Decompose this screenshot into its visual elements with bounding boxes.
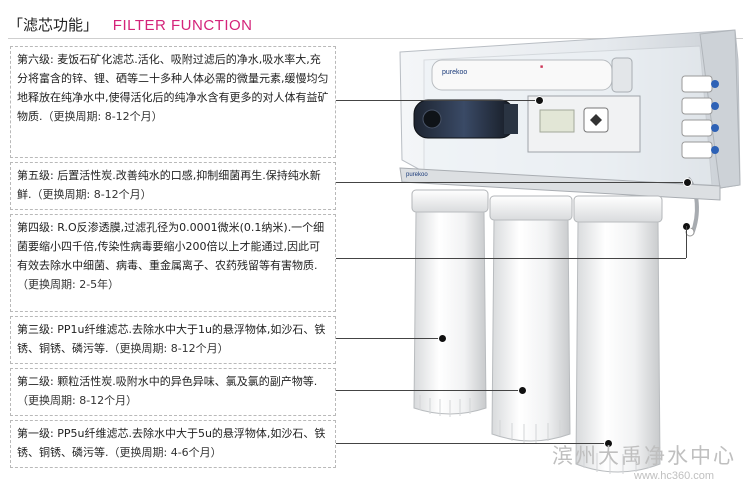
watermark-text: 滨州大禹净水中心 — [552, 444, 736, 468]
stage-1-description: 第一级: PP5u纤维滤芯.去除水中大于5u的悬浮物体,如沙石、铁锈、铜锈、磷污… — [10, 420, 336, 468]
stage-5-period: （更换周期: 8-12个月） — [31, 188, 152, 201]
stage-3-filter-name: PP1u纤维滤芯. — [57, 323, 132, 336]
stage-4-period: （更换周期: 2-5年） — [17, 278, 120, 291]
stage-6-marker — [535, 96, 544, 105]
stage-6-description: 第六级: 麦饭石矿化滤芯.活化、吸附过滤后的净水,吸水率大,充分将富含的锌、锂、… — [10, 46, 336, 158]
stage-1-label: 第一级: — [17, 427, 54, 440]
stage-3-label: 第三级: — [17, 323, 54, 336]
watermark-url: www.hc360.com — [634, 470, 715, 482]
stage-1-desc: 去除水中大于5u的悬浮物体,如沙石、铁锈、铜锈、磷污等. — [17, 427, 326, 459]
stage-3-leader — [336, 338, 442, 339]
hood-right-side — [699, 29, 741, 189]
stage-5-marker — [683, 178, 692, 187]
stage-2-description: 第二级: 颗粒活性炭.吸附水中的异色异味、氯及氯的副产物等. （更换周期: 8-1… — [10, 368, 336, 416]
section-title-cn: 「滤芯功能」 — [8, 16, 99, 34]
brand-front-text: purekoo — [406, 172, 428, 178]
stage-4-desc: 过滤孔径为0.0001微米(0.1纳米).一个细菌要缩小四千倍,传染性病毒要缩小… — [17, 221, 325, 272]
stage-6-period: （更换周期: 8-12个月） — [42, 110, 163, 123]
stage-2-desc: 吸附水中的异色异味、氯及氯的副产物等. — [115, 375, 318, 388]
stage-2-filter-name: 颗粒活性炭. — [57, 375, 116, 388]
stage-5-desc: 改善纯水的口感,抑制细菌再生.保持纯水新鲜. — [17, 169, 321, 201]
stage-6-desc: 活化、吸附过滤后的净水,吸水率大,充分将富含的锌、锂、硒等二十多种人体必需的微量… — [17, 53, 329, 123]
stage-3-description: 第三级: PP1u纤维滤芯.去除水中大于1u的悬浮物体,如沙石、铁锈、铜锈、磷污… — [10, 316, 336, 364]
stage-4-label: 第四级: — [17, 221, 54, 234]
brand-top-text: purekoo — [442, 69, 467, 76]
stage-3-desc: 去除水中大于1u的悬浮物体,如沙石、铁锈、铜锈、磷污等. — [17, 323, 326, 355]
stage-1-filter-name: PP5u纤维滤芯. — [57, 427, 132, 440]
stage-1-leader — [336, 443, 608, 444]
stage-4-leader-vertical — [686, 226, 687, 258]
stage-2-period: （更换周期: 8-12个月） — [17, 394, 138, 407]
stage-2-marker — [518, 386, 527, 395]
stage-6-filter-name: 麦饭石矿化滤芯. — [57, 53, 138, 66]
stage-5-label: 第五级: — [17, 169, 54, 182]
section-header: 「滤芯功能」 FILTER FUNCTION — [8, 14, 253, 36]
stage-6-label: 第六级: — [17, 53, 54, 66]
stage-5-leader — [336, 182, 688, 183]
stage-3-period: （更换周期: 8-12个月） — [108, 342, 229, 355]
ro-water-purifier-illustration: purekoo ■ purekoo — [399, 29, 741, 474]
stage-2-leader — [336, 390, 522, 391]
stage-4-filter-name: R.O反渗透膜, — [57, 221, 125, 234]
stage-2-label: 第二级: — [17, 375, 54, 388]
stage-4-leader — [336, 258, 686, 259]
stage-4-description: 第四级: R.O反渗透膜,过滤孔径为0.0001微米(0.1纳米).一个细菌要缩… — [10, 214, 336, 312]
section-title-en: FILTER FUNCTION — [112, 17, 253, 34]
svg-text:■: ■ — [540, 64, 543, 70]
stage-5-filter-name: 后置活性炭. — [57, 169, 116, 182]
stage-3-marker — [438, 334, 447, 343]
stage-5-description: 第五级: 后置活性炭.改善纯水的口感,抑制细菌再生.保持纯水新鲜.（更换周期: … — [10, 162, 336, 210]
stage-1-period: （更换周期: 4-6个月） — [108, 446, 222, 459]
stage-1-marker — [604, 439, 613, 448]
header-divider — [8, 38, 743, 39]
stage-6-leader — [336, 100, 540, 101]
